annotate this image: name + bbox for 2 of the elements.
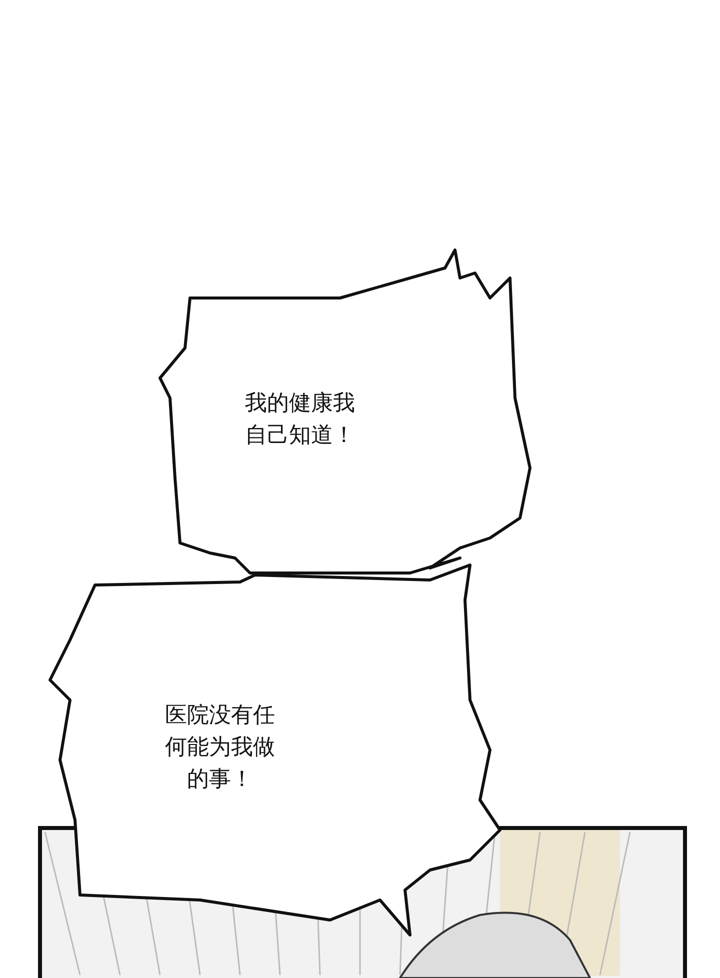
speech-text: 我的健康我自己知道！	[245, 390, 355, 450]
speech-text: 医院没有任何能为我做的事！	[165, 702, 275, 794]
